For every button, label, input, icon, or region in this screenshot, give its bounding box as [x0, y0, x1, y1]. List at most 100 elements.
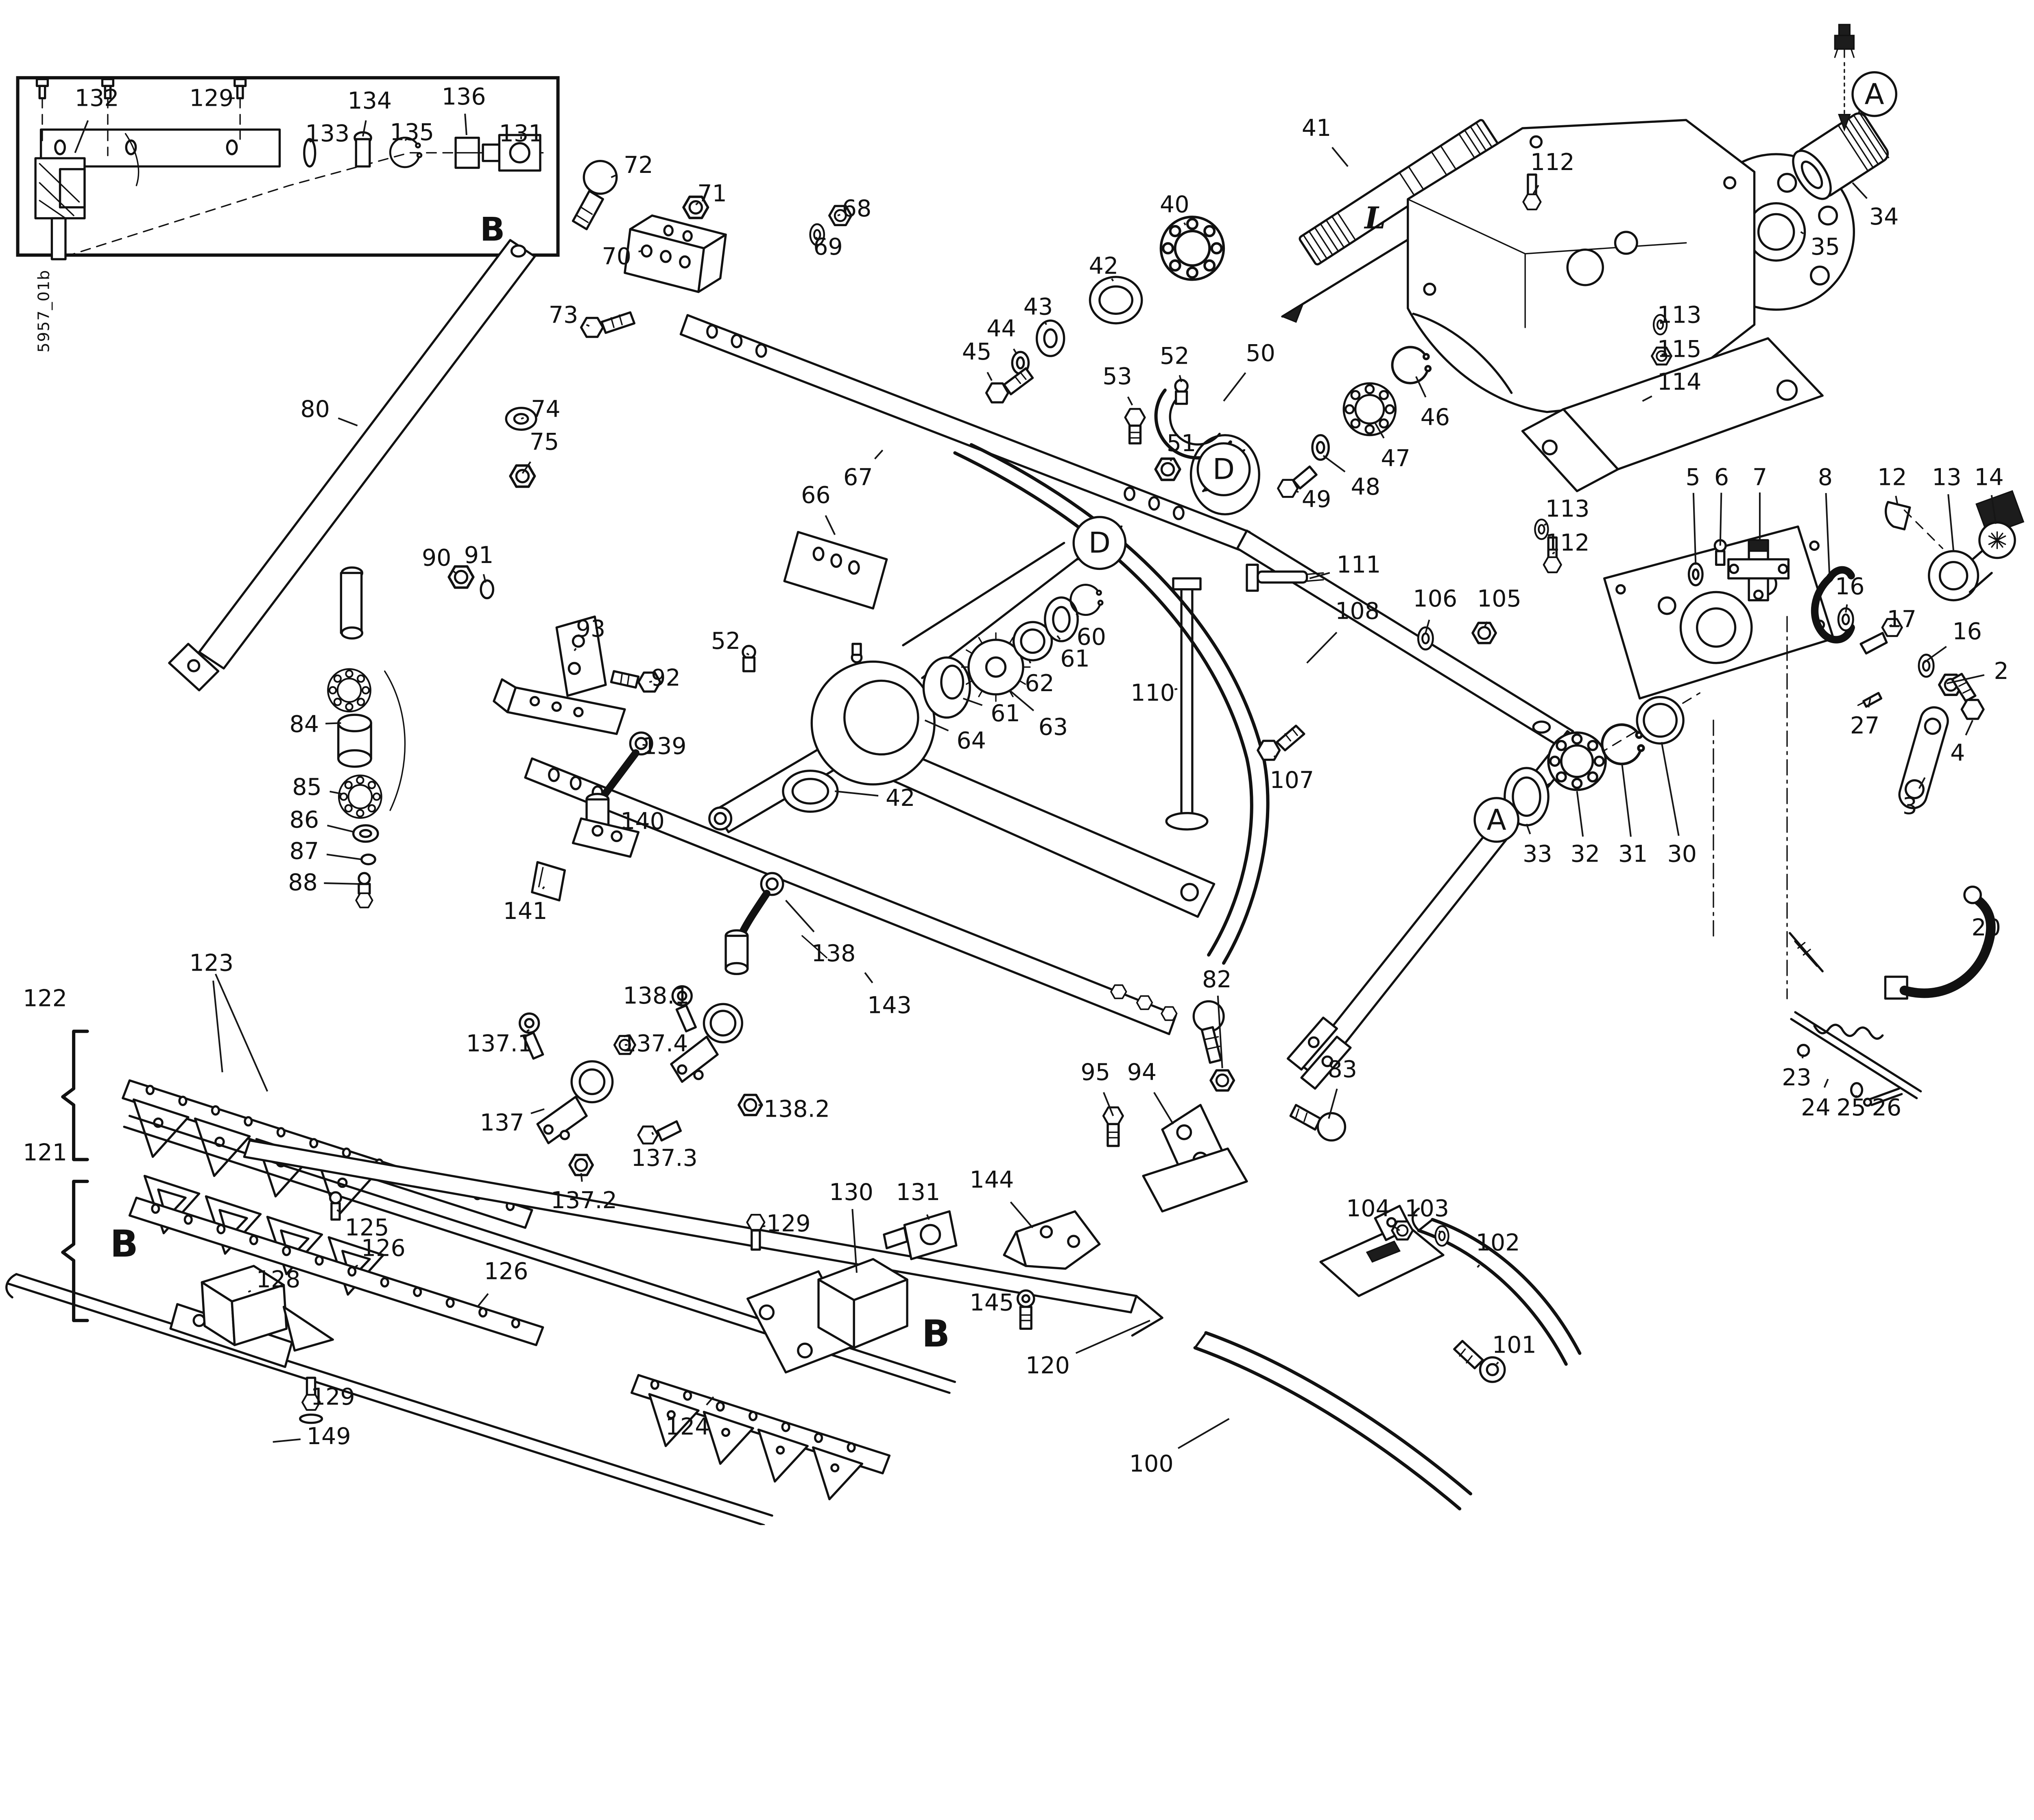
- callout-16: 16: [1952, 618, 1982, 645]
- callout-87: 87: [290, 838, 319, 865]
- nut-137-2: [570, 1155, 593, 1175]
- callout-60: 60: [1076, 624, 1106, 650]
- callout-51: 51: [1167, 430, 1196, 457]
- callout-130: 130: [829, 1179, 873, 1206]
- callout-46: 46: [1421, 404, 1450, 431]
- bolt-73: [581, 311, 636, 337]
- leader-91: [482, 574, 487, 583]
- bolt-112-bottom: [1544, 536, 1561, 572]
- washer-43: [1035, 319, 1065, 357]
- leader-26: [1880, 1099, 1883, 1102]
- callout-126: 126: [484, 1258, 528, 1285]
- clutch-group: [1125, 347, 1430, 497]
- leader-73: [586, 324, 590, 327]
- socket-bolt-138-1: [671, 985, 697, 1032]
- seal-42-top: [1089, 276, 1143, 325]
- leader-25: [1855, 1095, 1857, 1098]
- callout-112: 112: [1530, 149, 1575, 176]
- callout-66: 66: [801, 482, 831, 508]
- callout-17: 17: [1887, 606, 1916, 633]
- leader-124: [706, 1396, 714, 1406]
- callout-83: 83: [1328, 1056, 1357, 1083]
- leader-41: [1331, 146, 1349, 167]
- snap-ring-46: [1392, 347, 1431, 383]
- leader-61: [1056, 635, 1061, 640]
- callout-125: 125: [345, 1214, 389, 1241]
- callout-52: 52: [1160, 343, 1189, 369]
- callout-12: 12: [1877, 464, 1907, 491]
- callout-27: 27: [1850, 712, 1880, 739]
- skid-102: [1319, 1205, 1582, 1366]
- callout-6: 6: [1714, 464, 1729, 491]
- leader-145: [1020, 1305, 1026, 1308]
- leader-115: [1661, 353, 1665, 356]
- leader-106: [1425, 620, 1430, 633]
- callout-16: 16: [1835, 573, 1865, 600]
- bracket-140: [572, 817, 640, 858]
- callout-26: 26: [1872, 1094, 1902, 1121]
- callout-131: 131: [499, 120, 543, 147]
- knife-set-124: [630, 1374, 891, 1501]
- grease-nipple-52m: [1174, 379, 1189, 405]
- callout-138.1: 138.1: [623, 982, 689, 1009]
- leader-83: [1328, 1088, 1338, 1119]
- leader-32: [1576, 791, 1584, 837]
- callout-41: 41: [1302, 115, 1331, 142]
- bearing-housing-64: [810, 643, 936, 786]
- callout-122: 122: [23, 985, 67, 1012]
- seal-ring-42c: [782, 770, 839, 813]
- leader-4: [1965, 720, 1973, 735]
- callout-42: 42: [1089, 253, 1119, 279]
- leader-128: [248, 1290, 251, 1293]
- gearbox-housing-114-box: [1407, 119, 1756, 413]
- callout-20: 20: [1971, 914, 2001, 941]
- view-label-D: D: [1213, 453, 1235, 486]
- exploded-parts-diagram: 5957_01b: [5, 24, 2025, 1525]
- callout-121: 121: [23, 1139, 67, 1166]
- leader-85: [330, 790, 343, 795]
- callout-85: 85: [292, 774, 322, 801]
- view-label-B: B: [110, 1223, 138, 1266]
- callout-144: 144: [970, 1167, 1014, 1194]
- callout-91: 91: [464, 542, 494, 569]
- leader-60: [1076, 613, 1079, 618]
- inset-screw-132b: [101, 78, 115, 100]
- callout-134: 134: [347, 87, 392, 114]
- leader-68: [837, 214, 841, 216]
- latch-group: [1789, 886, 1996, 1107]
- view-circle-A: [1851, 71, 1897, 117]
- leader-101: [1496, 1362, 1499, 1365]
- bolt-6: [1713, 539, 1727, 566]
- bolt-112-top: [1523, 173, 1541, 209]
- leader-24: [1823, 1078, 1829, 1088]
- leader-140: [622, 826, 625, 829]
- leader-90: [453, 570, 456, 574]
- leader-2: [1946, 674, 1985, 685]
- bolt-17: [1859, 619, 1902, 655]
- leader-112: [1532, 185, 1539, 194]
- leader-94: [1153, 1092, 1174, 1125]
- detent-12: [1885, 501, 1911, 530]
- anchor-plate-94: [1142, 1104, 1248, 1213]
- inset-screw-129: [234, 78, 247, 100]
- bearing-40: [1161, 217, 1224, 279]
- leader-48: [1323, 455, 1346, 473]
- leader-lines: [74, 97, 1997, 1449]
- leader-144: [1010, 1201, 1034, 1229]
- callout-63: 63: [1039, 714, 1068, 740]
- washer-103: [1436, 1226, 1449, 1246]
- bolt-49: [1278, 465, 1318, 497]
- washer-5: [1687, 562, 1704, 587]
- leader-80: [338, 417, 358, 427]
- callout-64: 64: [956, 727, 986, 754]
- leader-138.1: [679, 1002, 683, 1005]
- skid-100: [1193, 1331, 1473, 1510]
- leader-141: [542, 886, 545, 890]
- knife-head-128: [169, 1265, 334, 1368]
- leader-107: [1273, 755, 1277, 759]
- callout-24: 24: [1801, 1094, 1831, 1121]
- callout-137.1: 137.1: [466, 1030, 533, 1057]
- callout-137: 137: [480, 1109, 524, 1136]
- curved-brace-108: [953, 443, 1270, 965]
- ring-30: [1636, 696, 1685, 745]
